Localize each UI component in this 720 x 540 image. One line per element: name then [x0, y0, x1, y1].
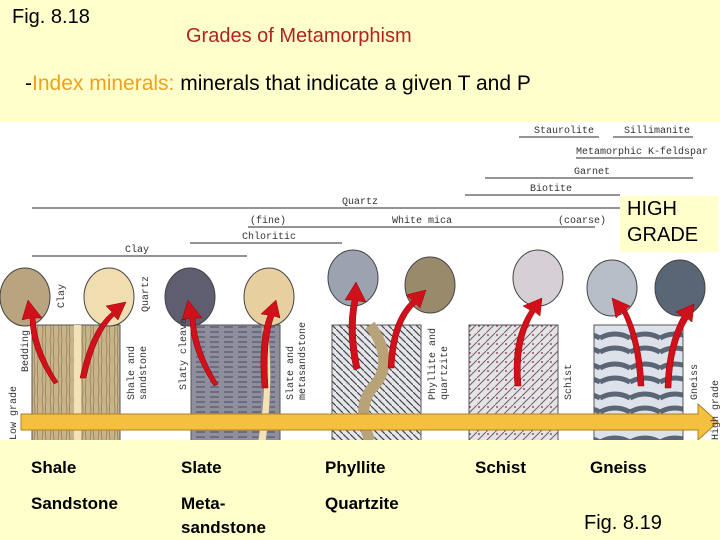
white-mica-label: White mica: [392, 215, 452, 227]
slate-circle: [164, 267, 216, 327]
subtitle: -Index minerals: minerals that indicate …: [25, 72, 531, 96]
slide-title: Grades of Metamorphism: [186, 25, 412, 47]
subtitle-rest: minerals that indicate a given T and P: [174, 72, 531, 95]
rock-gneiss: Gneiss: [590, 458, 647, 477]
high-grade-line-1: HIGH: [627, 198, 677, 220]
metamorphism-diagram: Staurolite Sillimanite Metamorphic K-fel…: [0, 122, 720, 440]
rock-schist: Schist: [475, 458, 527, 477]
subtitle-highlight: Index minerals:: [32, 72, 175, 95]
staurolite-label: Staurolite: [534, 125, 594, 137]
high-grade-line-2: GRADE: [627, 224, 699, 246]
low-grade-label: Low grade: [8, 386, 20, 440]
high-grade-label: HIGH GRADE: [620, 196, 718, 252]
rock-shale: Shale: [31, 458, 77, 477]
clay-circle: [0, 267, 51, 327]
shale-sandstone-label-1: Shale and: [126, 346, 138, 400]
phyllite-quartzite-label-2: quartzite: [439, 346, 451, 400]
bedding-label: Bedding: [20, 330, 32, 372]
gneiss-circle-2: [654, 259, 706, 317]
rock-sandstone: Sandstone: [31, 494, 118, 513]
chloritic-label: Chloritic: [242, 231, 296, 243]
quartz-circle-label: Quartz: [141, 276, 152, 312]
figure-number-bottom: Fig. 8.19: [584, 512, 662, 534]
rock-metasandstone-2: sandstone: [181, 518, 267, 537]
slate-meta-label-1: Slate and: [285, 346, 297, 400]
quartz-label: Quartz: [342, 197, 378, 208]
subtitle-prefix: -: [25, 72, 32, 95]
gneiss-circle-1: [586, 259, 638, 317]
high-grade-vertical-label: High grade: [710, 380, 720, 440]
slate-meta-label-2: metasandstone: [297, 322, 309, 400]
slaty-cleavage-label: Slaty cleava: [178, 318, 190, 390]
coarse-label: (coarse): [558, 215, 606, 227]
grade-arrow: [20, 402, 719, 440]
rock-metasandstone-1: Meta-: [181, 494, 226, 513]
biotite-label: Biotite: [530, 183, 572, 195]
schist-vertical-label: Schist: [563, 364, 575, 400]
rock-slate: Slate: [181, 458, 222, 477]
pointer-arrows: [21, 281, 695, 389]
phyllite-quartzite-label-1: Phyllite and: [427, 328, 439, 400]
sillimanite-label: Sillimanite: [624, 125, 690, 137]
figure-number-top: Fig. 8.18: [12, 6, 90, 28]
garnet-label: Garnet: [574, 167, 610, 178]
gneiss-vertical-label: Gneiss: [689, 364, 701, 400]
rock-quartzite: Quartzite: [325, 494, 399, 513]
clay-circle-label: Clay: [56, 284, 68, 308]
rock-phyllite: Phyllite: [325, 458, 386, 477]
clay-label: Clay: [125, 244, 149, 256]
schist-circle: [512, 249, 564, 307]
kfeldspar-label: Metamorphic K-feldspar: [576, 146, 708, 158]
shale-sandstone-label-2: sandstone: [138, 346, 150, 400]
fine-label: (fine): [250, 215, 286, 227]
